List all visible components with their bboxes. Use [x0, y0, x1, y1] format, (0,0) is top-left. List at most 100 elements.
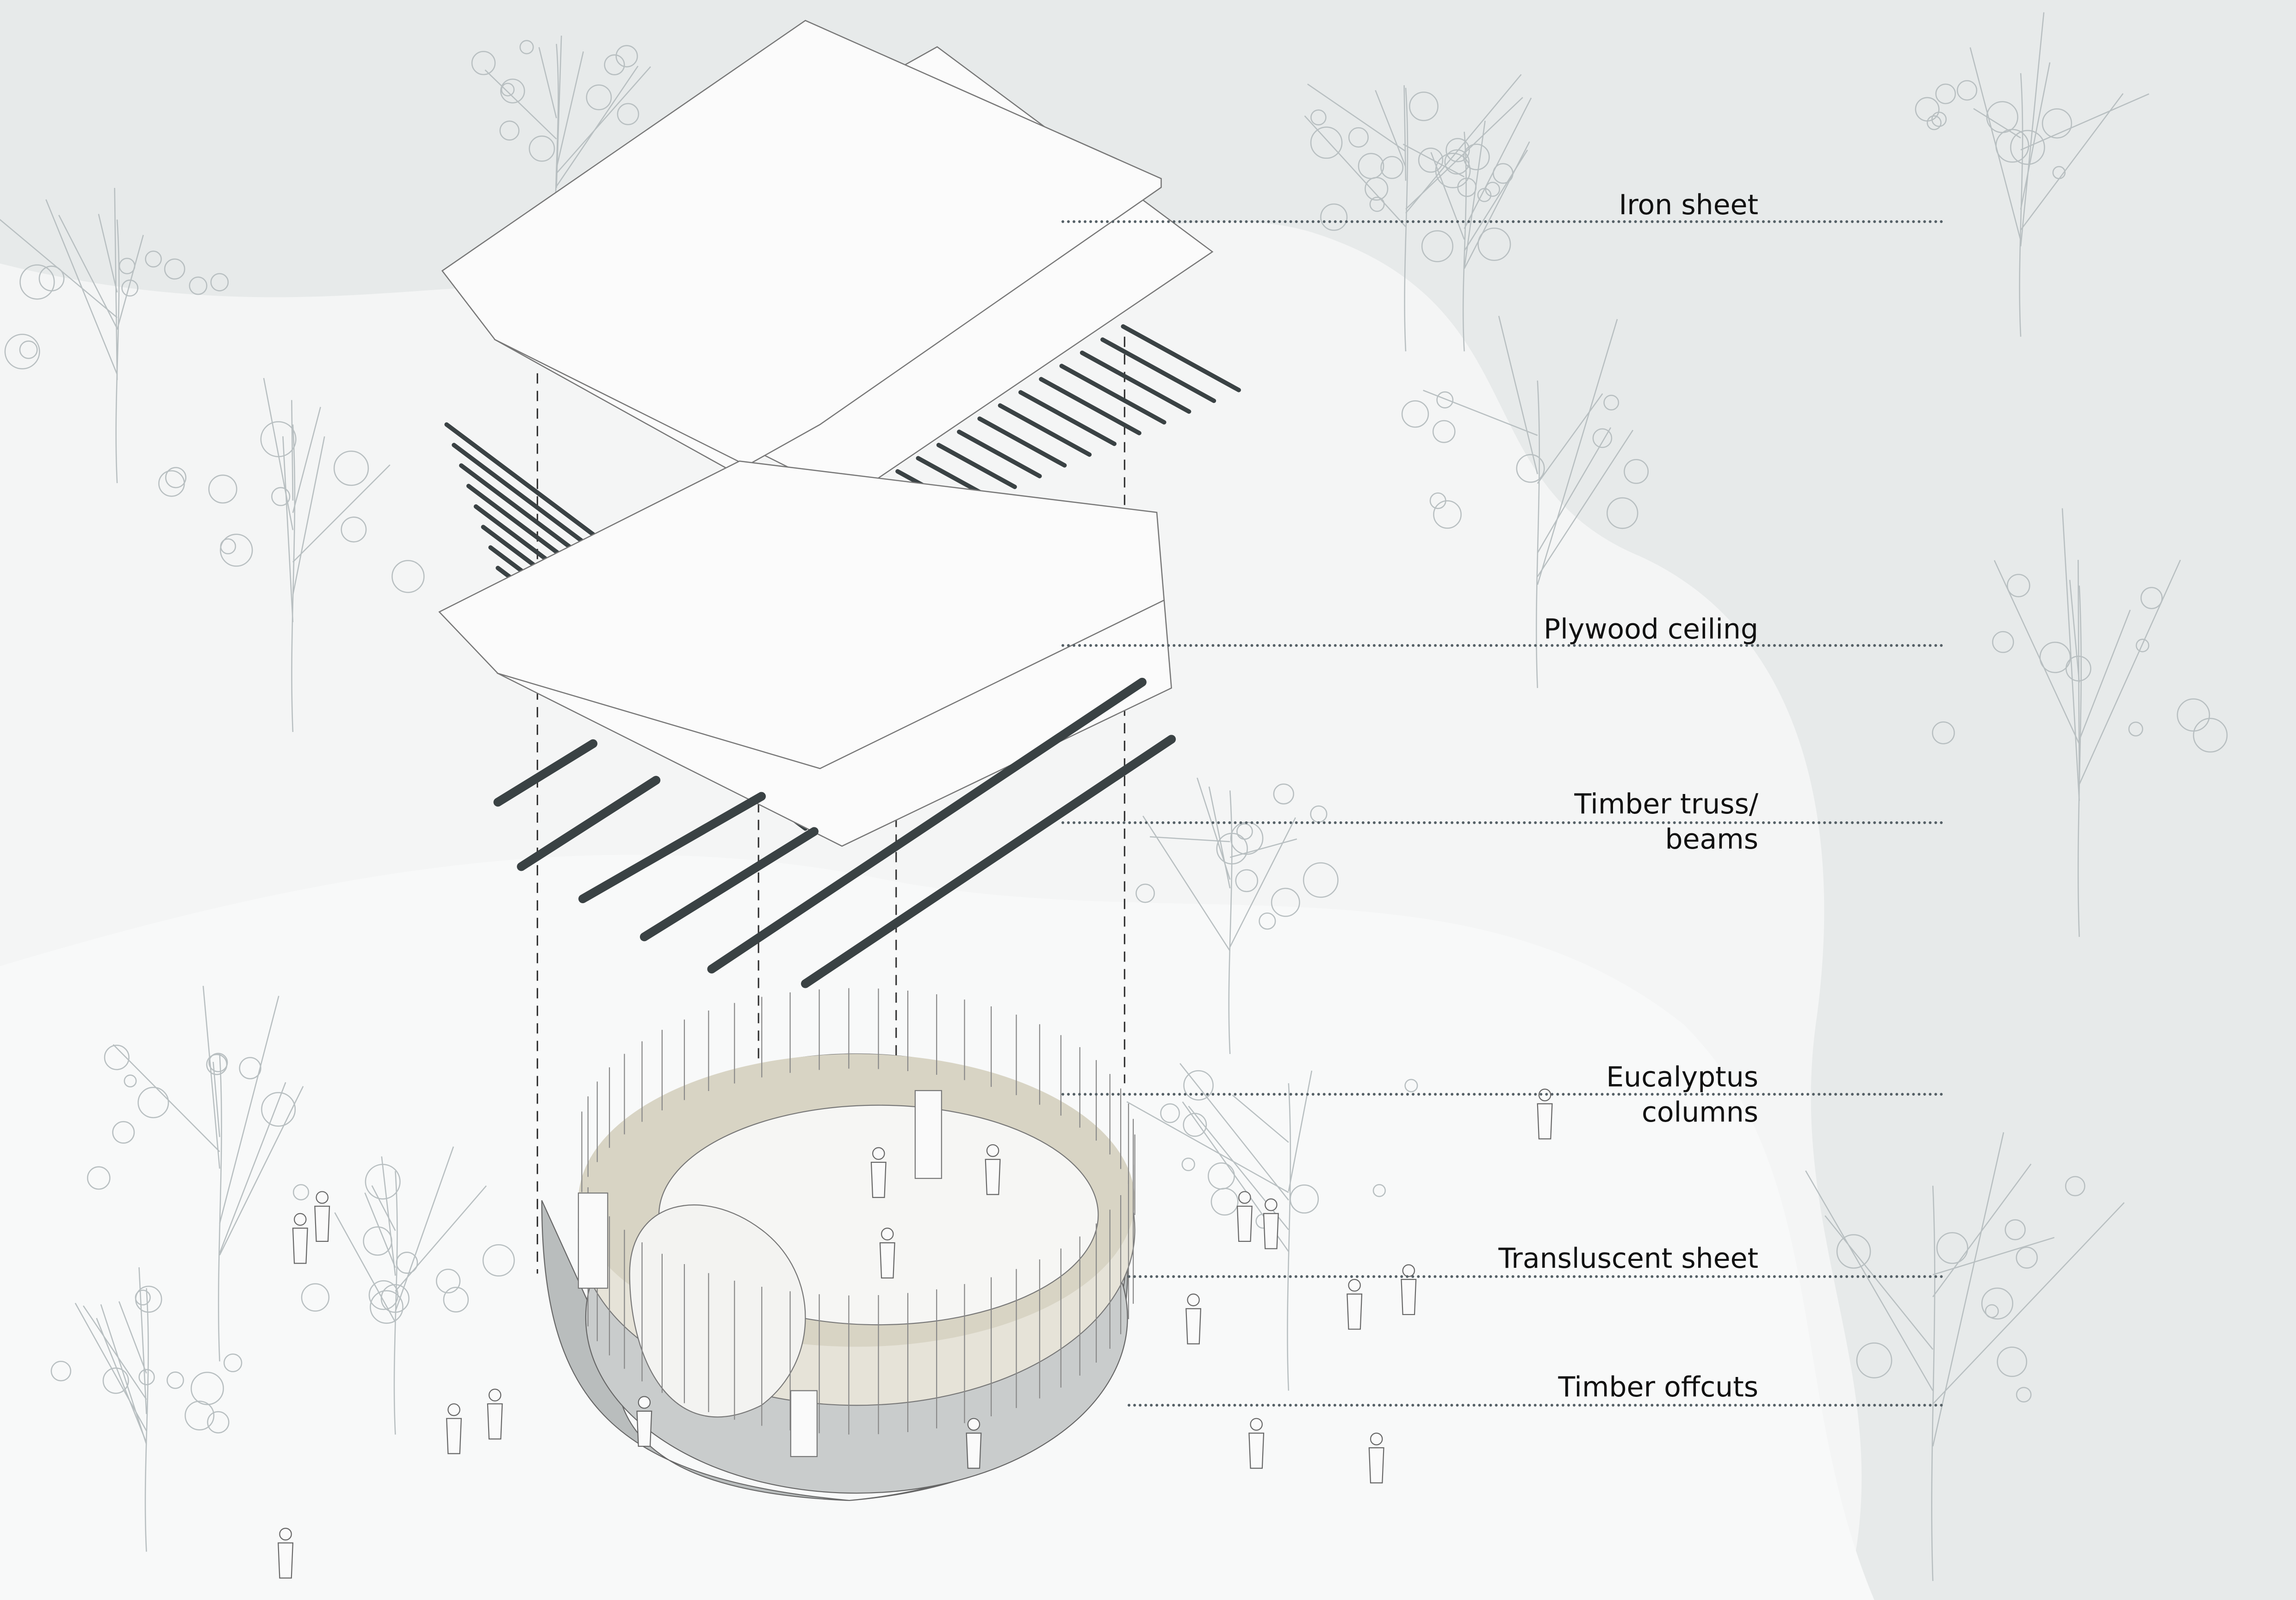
tree-foliage: [261, 1092, 296, 1127]
tree-foliage: [1931, 112, 1947, 127]
person-body: [292, 1228, 308, 1264]
tree-branch: [2020, 12, 2045, 247]
tree-foliage: [38, 266, 65, 291]
tree-branch: [538, 47, 557, 118]
tree-branch: [1403, 85, 1407, 181]
tree-branch: [1208, 786, 1231, 889]
tree-branch: [202, 986, 220, 1169]
purlin: [1100, 337, 1216, 403]
person-figure: [1263, 1198, 1279, 1249]
person-figure: [1368, 1433, 1384, 1484]
tree-foliage: [50, 1360, 72, 1382]
tree-trunk: [1931, 1185, 1936, 1581]
tree-foliage: [1365, 177, 1389, 201]
tree-trunk: [115, 219, 120, 484]
leader-plywood-ceiling: [1061, 644, 1943, 647]
tree-branch: [114, 188, 118, 380]
tree-foliage: [1624, 459, 1649, 484]
tree-branch: [1288, 1070, 1313, 1191]
person-head: [967, 1418, 980, 1431]
person-head: [1348, 1279, 1361, 1292]
tree-foliage: [1380, 156, 1404, 179]
tree-foliage: [1985, 1304, 1999, 1318]
tree-branch: [263, 378, 294, 530]
tree-branch: [219, 1086, 304, 1256]
tree-branch: [1464, 149, 1528, 251]
tree-foliage: [1348, 127, 1369, 148]
tree-branch: [292, 407, 321, 513]
person-body: [1401, 1279, 1417, 1315]
tree-foliage: [1235, 869, 1259, 893]
tree-branch: [292, 436, 325, 595]
tree-branch: [1805, 1170, 1934, 1391]
tree-foliage: [239, 1057, 261, 1079]
tree-trunk: [217, 1054, 222, 1362]
iron-sheet-layer: [441, 19, 1214, 499]
person-body: [1347, 1293, 1363, 1330]
tree-foliage: [2065, 1176, 2085, 1197]
purlin: [936, 443, 1017, 490]
tree-foliage: [2135, 639, 2149, 652]
person-head: [293, 1213, 307, 1226]
tree-foliage: [499, 120, 520, 141]
tree-branch: [1537, 319, 1618, 585]
person-body: [278, 1542, 294, 1579]
tree-foliage: [1273, 783, 1294, 805]
tree-foliage: [189, 276, 208, 295]
tree-foliage: [1418, 148, 1444, 173]
person-body: [487, 1403, 503, 1440]
person-figure: [314, 1191, 330, 1242]
tree-branch: [1375, 90, 1407, 167]
tree-branch: [116, 235, 144, 330]
tree-branch: [381, 1156, 396, 1276]
leader-eucalyptus-columns: [1061, 1093, 1943, 1096]
label-eucalyptus-columns: Eucalyptus columns: [1606, 1060, 1758, 1130]
tree-branch: [556, 65, 639, 187]
tree-foliage: [435, 1269, 461, 1294]
tree-foliage: [1310, 126, 1343, 159]
tree-foliage: [1290, 1184, 1319, 1214]
tree-branch: [2079, 609, 2131, 741]
label-line: Timber truss/: [1574, 788, 1758, 820]
tree-branch: [1464, 141, 1530, 269]
purlin: [977, 416, 1067, 468]
label-line: Transluscent sheet: [1498, 1242, 1758, 1275]
tree-branch: [282, 436, 294, 622]
tree-foliage: [2140, 587, 2163, 609]
tree-branch: [1430, 152, 1465, 240]
tree-branch: [1142, 815, 1231, 952]
tree-branch: [2061, 508, 2080, 801]
tree-foliage: [1401, 400, 1429, 428]
label-timber-truss: Timber truss/ beams: [1574, 787, 1758, 857]
person-body: [985, 1159, 1001, 1195]
tree-trunk: [144, 1288, 149, 1552]
purlin: [1039, 377, 1142, 435]
tree-foliage: [1935, 83, 1956, 105]
tree-branch: [100, 1304, 147, 1445]
tree-trunk: [1287, 1083, 1291, 1391]
tree-branch: [1197, 777, 1231, 880]
tree-branch: [1537, 427, 1612, 553]
tree-foliage: [104, 1044, 130, 1070]
tree-foliage: [4, 334, 40, 370]
person-figure: [1236, 1191, 1253, 1242]
tree-foliage: [2006, 574, 2030, 597]
tree-branch: [1498, 316, 1538, 474]
tree-foliage: [370, 1290, 403, 1324]
tree-foliage: [2042, 108, 2073, 139]
tree-foliage: [112, 1121, 135, 1144]
tree-branch: [395, 1146, 454, 1312]
person-head: [638, 1396, 651, 1409]
tree-branch: [219, 996, 279, 1224]
tree-branch: [1537, 393, 1603, 484]
purlin: [1018, 390, 1117, 447]
tree-branch: [292, 464, 391, 563]
tree-foliage: [223, 1353, 242, 1372]
leader-timber-offcuts: [1128, 1404, 1943, 1407]
tree-foliage: [1259, 912, 1276, 930]
tree-branch: [1229, 838, 1297, 858]
person-body: [446, 1418, 462, 1454]
person-head: [488, 1389, 502, 1402]
label-line: beams: [1665, 823, 1758, 856]
